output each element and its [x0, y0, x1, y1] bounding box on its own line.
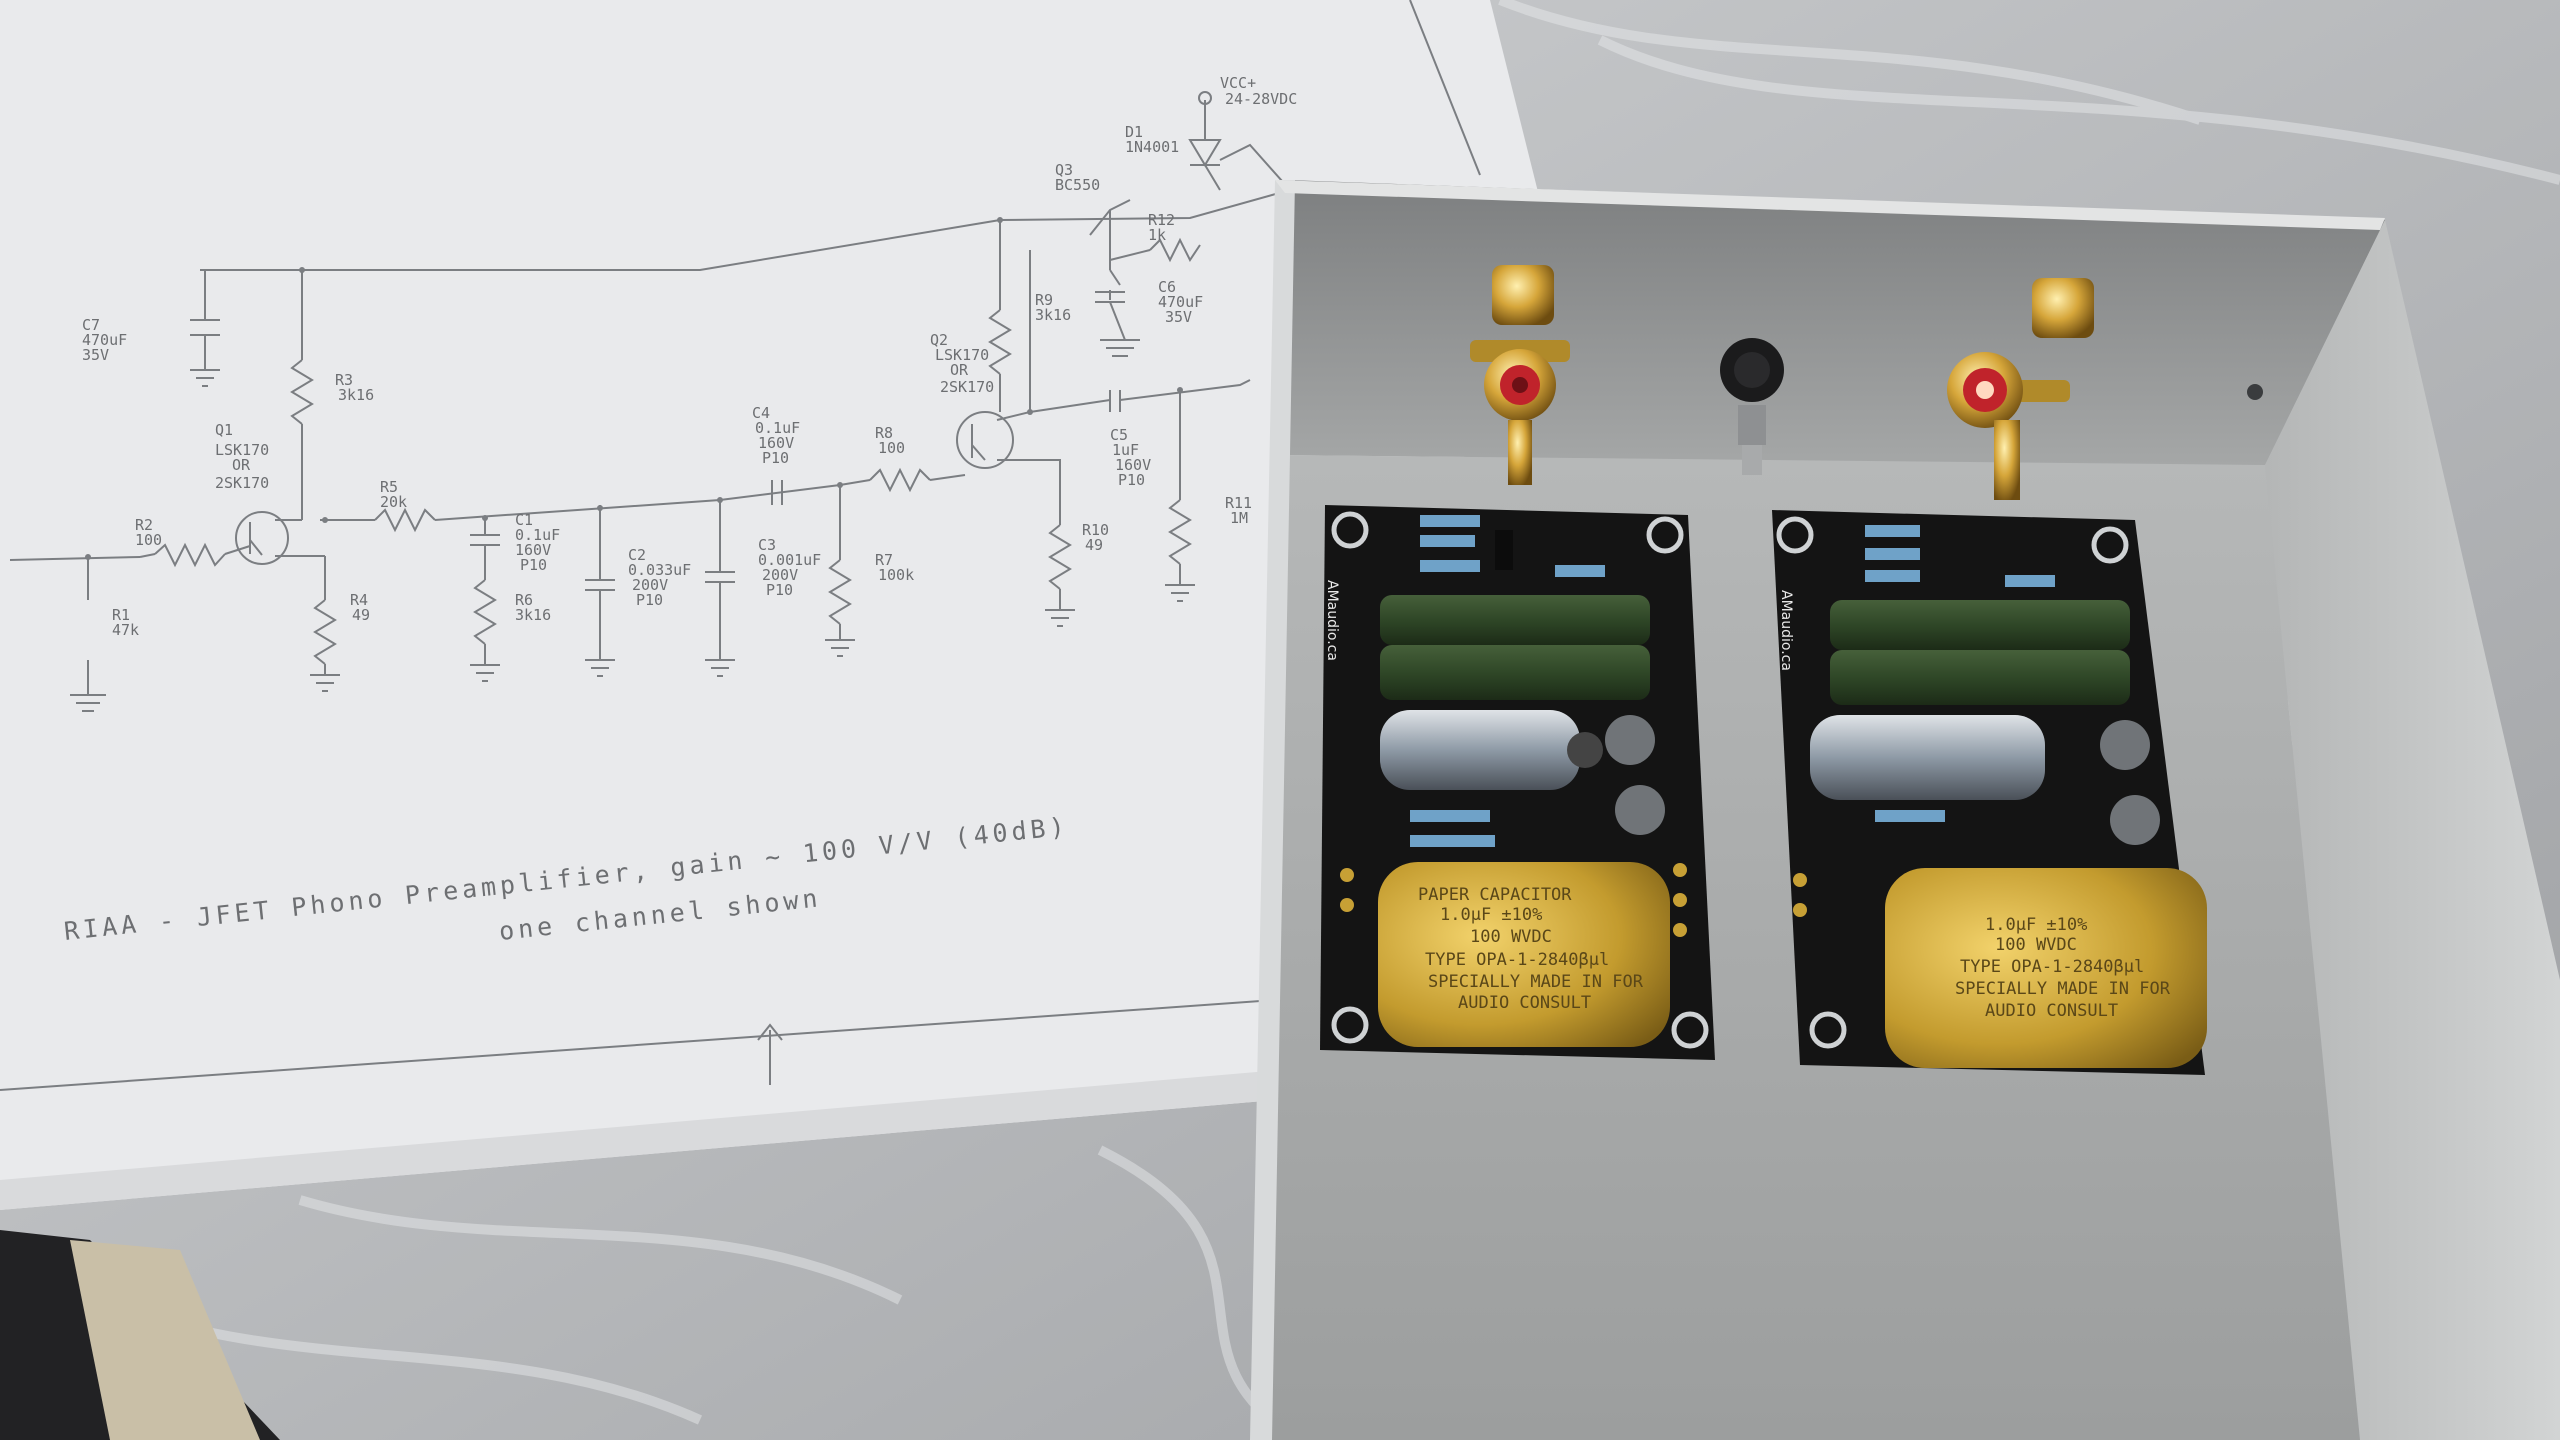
label-r10: R10 — [1082, 521, 1109, 539]
label-c5: C5 — [1110, 426, 1128, 444]
cap-right-line2: 1.0μF ±10% — [1985, 915, 2087, 935]
label-q2-value: LSK170 — [935, 346, 989, 364]
label-c5-rating: 160V — [1115, 456, 1151, 474]
label-r6-value: 3k16 — [515, 606, 551, 624]
label-r6: R6 — [515, 591, 533, 609]
label-q1-value: LSK170 — [215, 441, 269, 459]
enclosure-right-wall — [2265, 220, 2560, 1440]
label-r2: R2 — [135, 516, 153, 534]
label-c4-type: P10 — [762, 449, 789, 467]
pcb-left-brand: AMaudio.ca — [1324, 580, 1340, 661]
label-r9: R9 — [1035, 291, 1053, 309]
label-c5-type: P10 — [1118, 471, 1145, 489]
pcb-right-brand: AMaudio.ca — [1778, 590, 1794, 671]
label-r12: R12 — [1148, 211, 1175, 229]
label-q3-value: BC550 — [1055, 176, 1100, 194]
cap-left-line2: 1.0μF ±10% — [1440, 905, 1542, 925]
cap-left-line4: TYPE OPA-1-2840βµl — [1425, 950, 1609, 970]
label-c2-rating: 200V — [632, 576, 668, 594]
label-c5-value: 1uF — [1112, 441, 1139, 459]
label-c1-type: P10 — [520, 556, 547, 574]
label-q1-or: OR — [232, 456, 251, 474]
label-r11: R11 — [1225, 494, 1252, 512]
label-d1-value: 1N4001 — [1125, 138, 1179, 156]
label-r7-value: 100k — [878, 566, 914, 584]
label-c6-value: 470uF — [1158, 293, 1203, 311]
label-c6-rating: 35V — [1165, 308, 1192, 326]
label-vcc-value: 24-28VDC — [1225, 90, 1297, 108]
label-c1: C1 — [515, 511, 533, 529]
label-c4: C4 — [752, 404, 770, 422]
enclosure-left-edge — [1250, 180, 1295, 1440]
paper-capacitor-right: 1.0μF ±10% 100 WVDC TYPE OPA-1-2840βµl S… — [1885, 868, 2207, 1068]
label-c2-value: 0.033uF — [628, 561, 691, 579]
label-r9-value: 3k16 — [1035, 306, 1071, 324]
label-c1-value: 0.1uF — [515, 526, 560, 544]
label-c2-type: P10 — [636, 591, 663, 609]
cap-right-line4: TYPE OPA-1-2840βµl — [1960, 957, 2144, 977]
label-r10-value: 49 — [1085, 536, 1103, 554]
label-c7-rating: 35V — [82, 346, 109, 364]
label-c3-type: P10 — [766, 581, 793, 599]
label-q2-alt: 2SK170 — [940, 378, 994, 396]
cap-right-line5: SPECIALLY MADE IN FOR — [1955, 979, 2171, 999]
label-c6: C6 — [1158, 278, 1176, 296]
label-c7-value: 470uF — [82, 331, 127, 349]
label-q1-alt: 2SK170 — [215, 474, 269, 492]
label-r2-value: 100 — [135, 531, 162, 549]
label-r1: R1 — [112, 606, 130, 624]
label-d1: D1 — [1125, 123, 1143, 141]
label-r4-value: 49 — [352, 606, 370, 624]
cap-left-line5: SPECIALLY MADE IN FOR — [1428, 972, 1644, 992]
label-q1: Q1 — [215, 421, 233, 439]
label-c7: C7 — [82, 316, 100, 334]
label-c4-value: 0.1uF — [755, 419, 800, 437]
paper-capacitor-left: PAPER CAPACITOR 1.0μF ±10% 100 WVDC TYPE… — [1378, 862, 1670, 1047]
label-r5-value: 20k — [380, 493, 407, 511]
ground-post — [1720, 338, 1784, 475]
label-r3-value: 3k16 — [338, 386, 374, 404]
rca-jack-left — [1470, 265, 1570, 485]
schematic — [0, 0, 1481, 1091]
label-q2-or: OR — [950, 361, 969, 379]
label-c3: C3 — [758, 536, 776, 554]
tan-card — [70, 1240, 260, 1440]
label-r12-value: 1k — [1148, 226, 1166, 244]
label-c4-rating: 160V — [758, 434, 794, 452]
enclosure-screw-hole — [2247, 384, 2263, 400]
paper-fold-shadow — [0, 1070, 1280, 1210]
label-r3: R3 — [335, 371, 353, 389]
cap-left-line3: 100 WVDC — [1470, 927, 1552, 947]
label-q3: Q3 — [1055, 161, 1073, 179]
label-c2: C2 — [628, 546, 646, 564]
label-r1-value: 47k — [112, 621, 139, 639]
schematic-paper — [0, 0, 1540, 1210]
label-r4: R4 — [350, 591, 368, 609]
cap-right-line3: 100 WVDC — [1995, 935, 2077, 955]
cap-right-line6: AUDIO CONSULT — [1985, 1001, 2118, 1021]
label-c1-rating: 160V — [515, 541, 551, 559]
label-r7: R7 — [875, 551, 893, 569]
cap-left-line6: AUDIO CONSULT — [1458, 993, 1591, 1013]
label-r8: R8 — [875, 424, 893, 442]
label-c3-rating: 200V — [762, 566, 798, 584]
label-c3-value: 0.001uF — [758, 551, 821, 569]
label-q2: Q2 — [930, 331, 948, 349]
label-vcc: VCC+ — [1220, 74, 1256, 92]
label-r11-value: 1M — [1230, 509, 1248, 527]
rca-jack-right — [1947, 278, 2094, 500]
label-r8-value: 100 — [878, 439, 905, 457]
cap-left-line1: PAPER CAPACITOR — [1418, 885, 1572, 905]
enclosure-top-edge — [1275, 180, 2385, 230]
label-r5: R5 — [380, 478, 398, 496]
